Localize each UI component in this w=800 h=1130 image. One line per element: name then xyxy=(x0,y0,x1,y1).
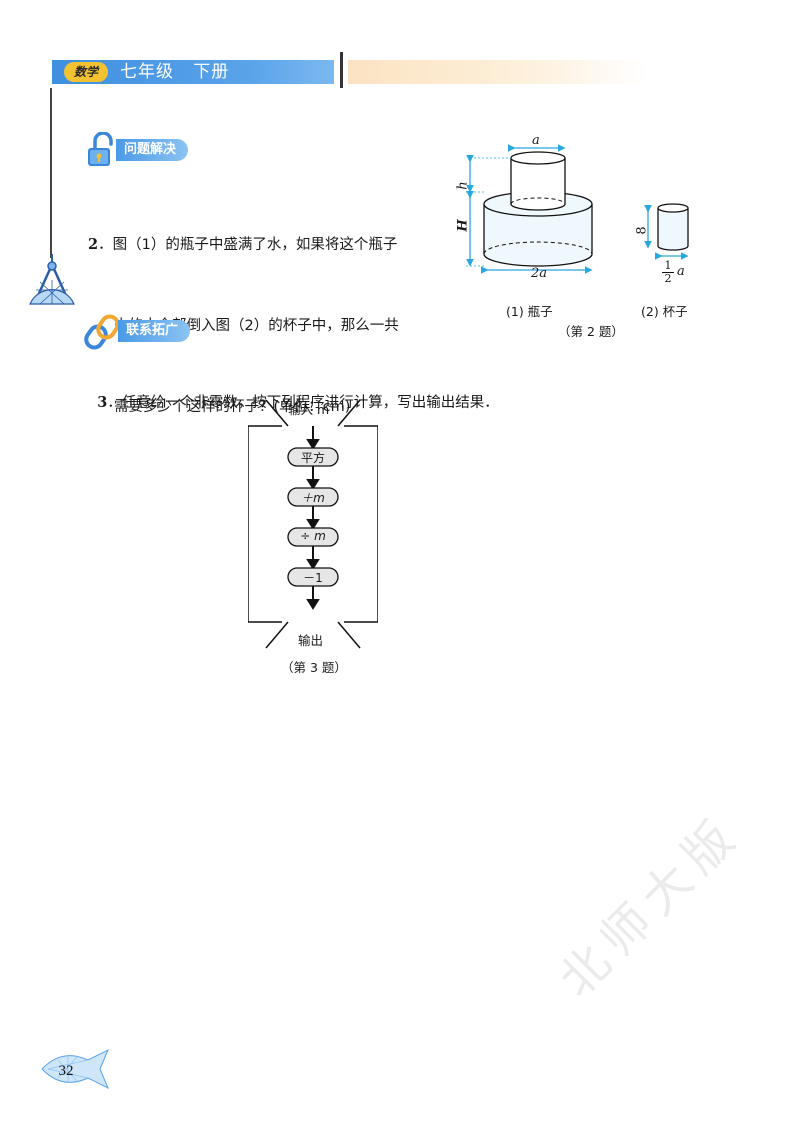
step-box-minus-1 xyxy=(287,567,339,587)
bottle xyxy=(483,151,593,267)
problem-2-line-3: 需要多少个这样的杯子？(单位：cm) xyxy=(114,399,351,415)
caption-bottle: (1) 瓶子 xyxy=(506,304,553,319)
problem-3-number: 3 xyxy=(97,394,108,411)
bottle-cup-figure xyxy=(466,144,689,274)
label-a: a xyxy=(532,133,540,148)
problem-2-text: 2．图（1）的瓶子中盛满了水，如果将这个瓶子 中的水全部倒入图（2）的杯子中，那… xyxy=(88,177,399,448)
flow-input-label: 输入 m xyxy=(288,402,330,417)
header-fade-band xyxy=(348,60,648,84)
flowchart xyxy=(248,399,378,649)
flow-step-1: 平方 xyxy=(300,451,325,465)
caption-cup: (2) 杯子 xyxy=(641,304,688,319)
compass-icon xyxy=(29,254,75,305)
cup-fraction: 1 2 xyxy=(662,260,674,285)
flow-step-4: －1 xyxy=(303,571,323,585)
problem-3-line: ．任意给一个非零数，按下列程序进行计算，写出输出结果． xyxy=(107,395,499,411)
step-box-plus-m xyxy=(287,487,339,507)
publisher-watermark: 北师大版 xyxy=(548,804,753,1009)
caption-problem-3: （第 3 题） xyxy=(281,660,347,675)
fraction-denominator: 2 xyxy=(662,272,674,285)
flow-output-label: 输出 xyxy=(298,633,324,648)
lock-icon xyxy=(88,132,113,166)
margin-line xyxy=(50,88,52,258)
step-box-square xyxy=(287,447,339,467)
label-2a: 2a xyxy=(531,266,548,281)
problem-2-line-1: ．图（1）的瓶子中盛满了水，如果将这个瓶子 xyxy=(98,237,398,253)
flow-step-2: ＋m xyxy=(301,491,325,505)
page-number: 32 xyxy=(58,1063,74,1079)
cup xyxy=(657,203,689,251)
caption-problem-2: （第 2 题） xyxy=(558,324,624,339)
fish-decoration-icon xyxy=(41,1048,109,1090)
label-h: h xyxy=(455,181,471,190)
section-tag-problem-solving: 问题解决 xyxy=(116,139,189,161)
chain-link-icon xyxy=(84,314,120,350)
fraction-numerator: 1 xyxy=(664,259,672,272)
subject-badge: 数学 xyxy=(64,62,108,82)
label-H: H xyxy=(455,219,471,232)
book-title: 七年级 下册 xyxy=(120,62,230,82)
cup-frac-var: a xyxy=(677,264,685,279)
step-box-divide-m xyxy=(287,527,339,547)
problem-3-text: 3．任意给一个非零数，按下列程序进行计算，写出输出结果． xyxy=(88,362,499,417)
section-tag-extension: 联系拓广 xyxy=(118,320,191,342)
flow-step-3: ÷ m xyxy=(300,529,326,543)
header-divider xyxy=(340,52,343,88)
problem-2-number: 2 xyxy=(88,236,99,253)
label-cup-height: 8 xyxy=(634,226,650,235)
